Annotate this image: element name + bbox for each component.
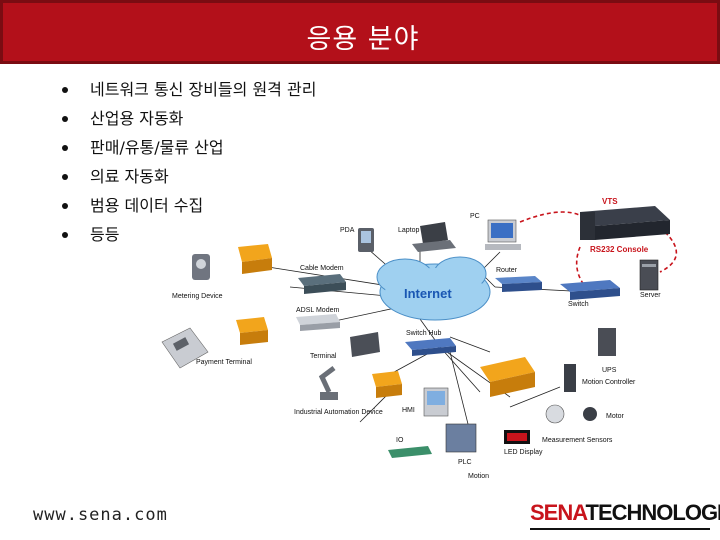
- router-icon: Router: [495, 267, 542, 292]
- bullet-dot: [62, 87, 68, 93]
- robot-arm-icon: Industrial Automation Device: [294, 366, 383, 416]
- vts-label: VTS: [602, 197, 618, 206]
- pda-icon: PDA: [340, 227, 374, 252]
- vts-device-icon: VTS RS232 Console: [580, 197, 670, 254]
- motion-label: Motion: [468, 473, 489, 480]
- plc-icon: PLC Motion: [445, 423, 489, 480]
- bullet-dot: [62, 232, 68, 238]
- bullet-item: 의료 자동화: [62, 167, 316, 196]
- bullet-dot: [62, 116, 68, 122]
- pc-icon: PC: [470, 213, 521, 250]
- laptop-icon: Laptop: [398, 222, 456, 252]
- cable-modem-icon: Cable Modem: [298, 265, 346, 294]
- metering-device-icon: Metering Device: [172, 254, 223, 300]
- bullet-text: 의료 자동화: [90, 167, 169, 186]
- logo-underline: [530, 528, 710, 530]
- rs232-console-label: RS232 Console: [590, 245, 649, 254]
- sena-logo: SENATECHNOLOGIES: [530, 500, 720, 530]
- motor-label: Motor: [606, 413, 625, 420]
- industrial-label: Industrial Automation Device: [294, 409, 383, 416]
- led-label: LED Display: [504, 449, 543, 456]
- server-icon: Server: [639, 259, 661, 299]
- motor-icon: Motor: [583, 407, 625, 421]
- bullet-text: 범용 데이터 수집: [90, 196, 204, 215]
- switch-label: Switch: [568, 301, 589, 308]
- logo-brand: SENA: [530, 500, 586, 525]
- device-server-icon: [236, 317, 268, 345]
- pc-label: PC: [470, 213, 480, 220]
- bullet-dot: [62, 145, 68, 151]
- bullet-text: 네트워크 통신 장비들의 원격 관리: [90, 80, 317, 99]
- ups-icon: UPS: [598, 328, 617, 374]
- payment-terminal-icon: Payment Terminal: [161, 327, 252, 369]
- device-server-icon: [480, 357, 535, 397]
- switch-hub-icon: Switch Hub: [405, 330, 456, 356]
- metering-label: Metering Device: [172, 293, 223, 300]
- bullet-text: 판매/유통/물류 산업: [90, 138, 224, 157]
- switch-hub-label: Switch Hub: [406, 330, 442, 337]
- measurement-sensor-icon: Measurement Sensors: [542, 404, 613, 444]
- internet-label: Internet: [404, 286, 452, 301]
- ups-label: UPS: [602, 367, 617, 374]
- router-label: Router: [496, 267, 518, 274]
- payment-label: Payment Terminal: [196, 359, 252, 366]
- device-server-icon: [372, 371, 402, 398]
- title-bar: 응용 분야: [0, 0, 720, 64]
- bullet-list: 네트워크 통신 장비들의 원격 관리 산업용 자동화 판매/유통/물류 산업 의…: [62, 80, 316, 254]
- laptop-label: Laptop: [398, 227, 420, 234]
- led-display-icon: LED Display: [504, 430, 543, 456]
- network-diagram: Internet VTS RS232 Console Server Switch…: [161, 197, 678, 480]
- bullet-text: 등등: [90, 225, 120, 244]
- io-label: IO: [396, 437, 404, 444]
- bullet-dot: [62, 203, 68, 209]
- hmi-label: HMI: [402, 407, 415, 414]
- adsl-modem-icon: ADSL Modem: [296, 307, 340, 331]
- terminal-icon: Terminal: [310, 332, 380, 360]
- bullet-item: 네트워크 통신 장비들의 원격 관리: [62, 80, 316, 109]
- adsl-modem-label: ADSL Modem: [296, 307, 339, 314]
- bullet-text: 산업용 자동화: [90, 109, 184, 128]
- internet-cloud-icon: Internet: [376, 256, 491, 321]
- switch-icon: Switch: [560, 280, 620, 308]
- page-title: 응용 분야: [306, 24, 420, 55]
- bullet-dot: [62, 174, 68, 180]
- logo-suffix: TECHNOLOGIES: [585, 500, 720, 525]
- bullet-item: 판매/유통/물류 산업: [62, 138, 316, 167]
- plc-label: PLC: [458, 459, 472, 466]
- hmi-icon: HMI: [402, 387, 449, 417]
- motion-controller-icon: Motion Controller: [564, 364, 636, 392]
- footer-url: www.sena.com: [33, 505, 168, 525]
- motion-controller-label: Motion Controller: [582, 379, 636, 386]
- server-label: Server: [640, 292, 661, 299]
- bullet-item: 등등: [62, 225, 316, 254]
- pda-label: PDA: [340, 227, 355, 234]
- cable-modem-label: Cable Modem: [300, 265, 344, 272]
- bullet-item: 산업용 자동화: [62, 109, 316, 138]
- device-server-icon: [238, 244, 272, 274]
- bullet-item: 범용 데이터 수집: [62, 196, 316, 225]
- terminal-label: Terminal: [310, 353, 337, 360]
- io-module-icon: IO: [388, 437, 432, 458]
- measurement-label: Measurement Sensors: [542, 437, 613, 444]
